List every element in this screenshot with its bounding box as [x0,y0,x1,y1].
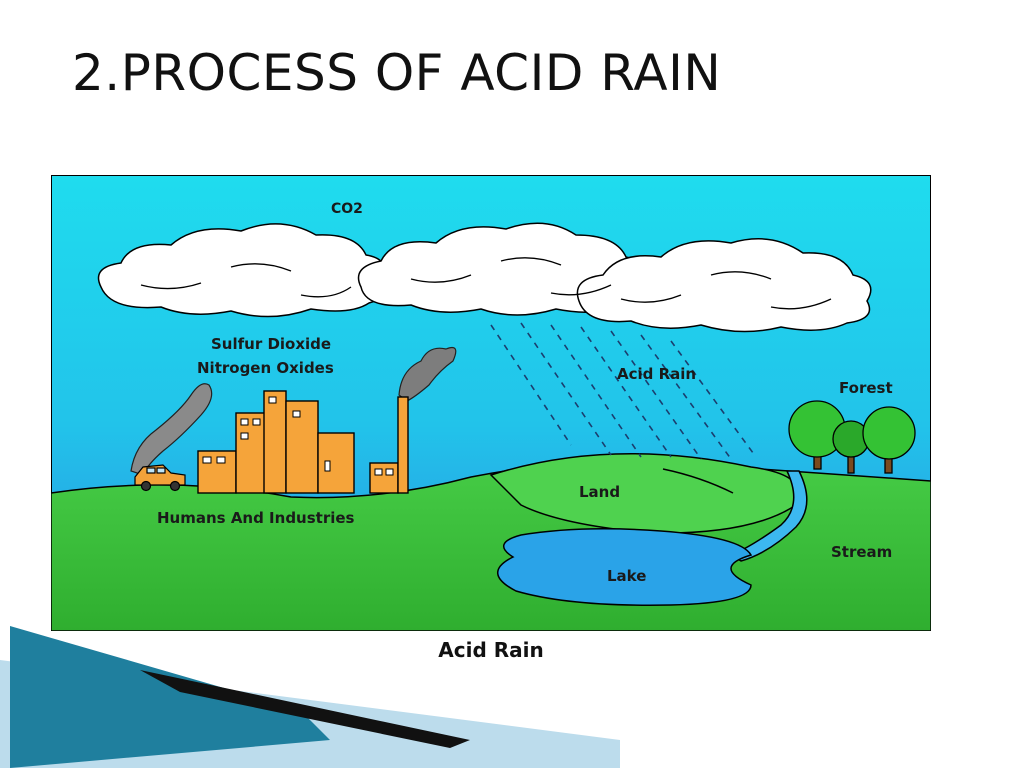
diagram-illustration: CO2 Sulfur Dioxide Nitrogen Oxides Acid … [51,175,931,631]
car-smoke [130,383,213,476]
label-acid-rain: Acid Rain [617,365,696,383]
label-land: Land [579,483,620,501]
decor-teal-band [10,626,330,768]
chimney-smoke [398,346,457,402]
label-lake: Lake [607,567,646,585]
hill-ridge [662,468,734,494]
industrial-buildings [197,390,409,494]
label-forest: Forest [839,379,893,397]
forest-trees [788,400,916,474]
slide-decoration [0,626,620,768]
cloud-swirls [140,257,832,310]
diagram-caption-bar: Acid Rain [51,631,931,669]
car-icon [134,464,186,492]
decor-dark-band [140,670,470,748]
label-co2: CO2 [331,201,363,217]
acid-rain-diagram: CO2 Sulfur Dioxide Nitrogen Oxides Acid … [51,175,931,669]
label-stream: Stream [831,543,892,561]
label-nitrogen-oxides: Nitrogen Oxides [197,359,334,377]
rain-streaks [490,322,757,460]
diagram-caption: Acid Rain [438,638,544,662]
slide-title: 2.PROCESS OF ACID RAIN [72,44,722,102]
label-sulfur-dioxide: Sulfur Dioxide [211,335,331,353]
lake [497,528,753,606]
building-windows [202,396,394,476]
label-humans-industries: Humans And Industries [157,509,355,527]
